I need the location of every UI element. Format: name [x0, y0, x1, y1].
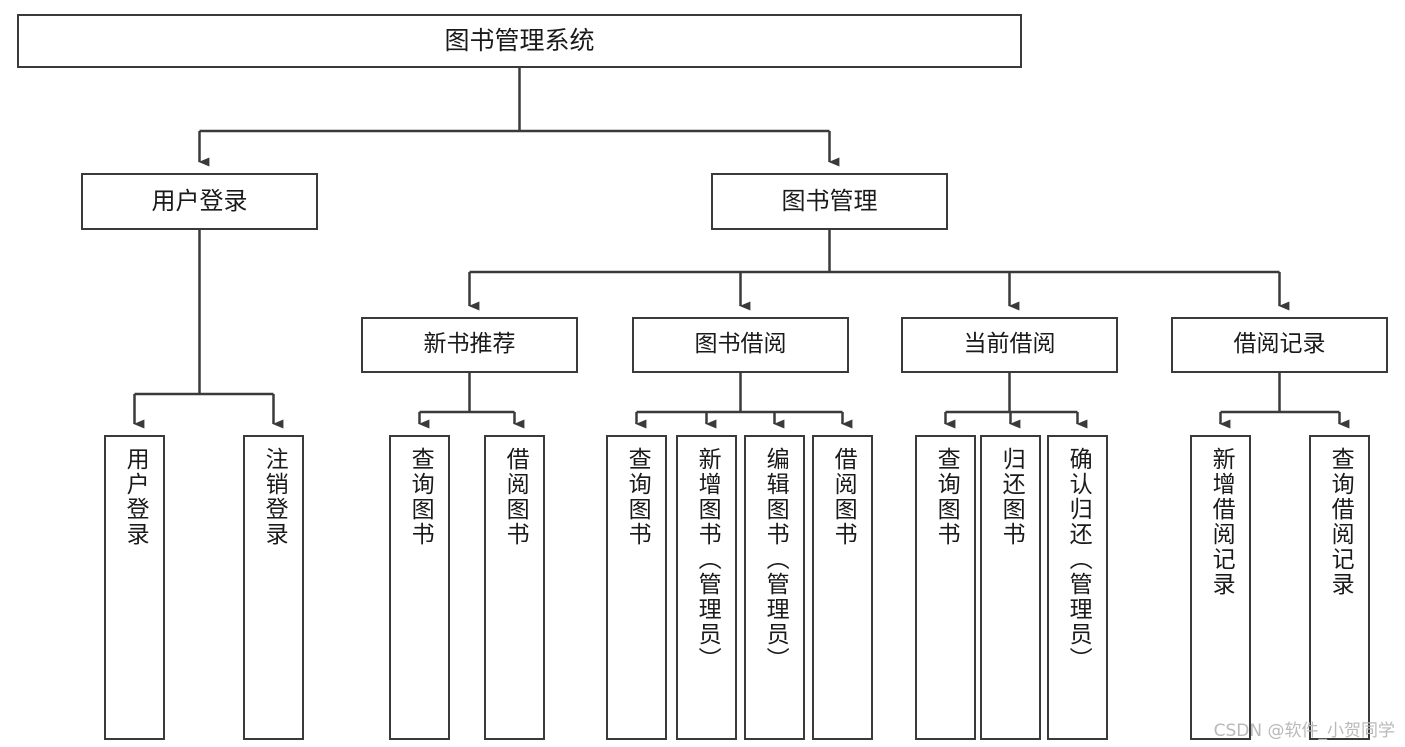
node-leaf-编辑图书管理员-6-label: 编辑图书（管理员）	[762, 447, 789, 672]
node-leaf-确认归还管理员-10-label: 确认归还（管理员）	[1065, 447, 1092, 672]
node-l2-图书管理: 图书管理	[711, 173, 948, 230]
node-leaf-查询图书-4-label: 查询图书	[624, 447, 651, 547]
csdn-watermark: CSDN @软件_小贺同学	[1213, 721, 1395, 741]
node-leaf-查询图书-2-label: 查询图书	[407, 447, 434, 547]
node-leaf-查询图书-2: 查询图书	[389, 435, 450, 740]
node-root-图书管理系统: 图书管理系统	[17, 14, 1022, 68]
node-leaf-归还图书-9: 归还图书	[980, 435, 1041, 740]
node-leaf-查询借阅记录-12-label: 查询借阅记录	[1327, 447, 1354, 597]
node-leaf-用户登录-0: 用户登录	[104, 435, 165, 740]
node-l3-借阅记录: 借阅记录	[1171, 317, 1388, 373]
node-leaf-借阅图书-7-label: 借阅图书	[830, 447, 857, 547]
node-leaf-注销登录-1: 注销登录	[243, 435, 304, 740]
node-l3-当前借阅-label: 当前借阅	[963, 331, 1056, 358]
node-leaf-确认归还管理员-10: 确认归还（管理员）	[1047, 435, 1108, 740]
node-leaf-新增借阅记录-11-label: 新增借阅记录	[1208, 447, 1235, 597]
node-leaf-借阅图书-3: 借阅图书	[484, 435, 545, 740]
node-leaf-查询借阅记录-12: 查询借阅记录	[1309, 435, 1370, 740]
node-leaf-借阅图书-3-label: 借阅图书	[502, 447, 529, 547]
node-leaf-查询图书-8: 查询图书	[915, 435, 976, 740]
node-leaf-查询图书-8-label: 查询图书	[933, 447, 960, 547]
node-leaf-查询图书-4: 查询图书	[606, 435, 667, 740]
node-leaf-归还图书-9-label: 归还图书	[998, 447, 1025, 547]
node-leaf-用户登录-0-label: 用户登录	[122, 447, 149, 547]
node-leaf-新增图书管理员-5: 新增图书（管理员）	[676, 435, 737, 740]
node-l2-图书管理-label: 图书管理	[781, 187, 878, 216]
node-l3-新书推荐: 新书推荐	[361, 317, 578, 373]
node-leaf-借阅图书-7: 借阅图书	[812, 435, 873, 740]
node-leaf-注销登录-1-label: 注销登录	[261, 447, 288, 547]
node-l3-图书借阅: 图书借阅	[632, 317, 849, 373]
node-root-图书管理系统-label: 图书管理系统	[444, 26, 595, 56]
node-l3-新书推荐-label: 新书推荐	[423, 331, 516, 358]
node-l3-图书借阅-label: 图书借阅	[694, 331, 787, 358]
node-l3-借阅记录-label: 借阅记录	[1233, 331, 1326, 358]
node-l3-当前借阅: 当前借阅	[901, 317, 1118, 373]
node-leaf-新增图书管理员-5-label: 新增图书（管理员）	[694, 447, 721, 672]
node-leaf-编辑图书管理员-6: 编辑图书（管理员）	[744, 435, 805, 740]
node-l2-用户登录-label: 用户登录	[151, 187, 248, 216]
node-l2-用户登录: 用户登录	[81, 173, 318, 230]
node-leaf-新增借阅记录-11: 新增借阅记录	[1190, 435, 1251, 740]
